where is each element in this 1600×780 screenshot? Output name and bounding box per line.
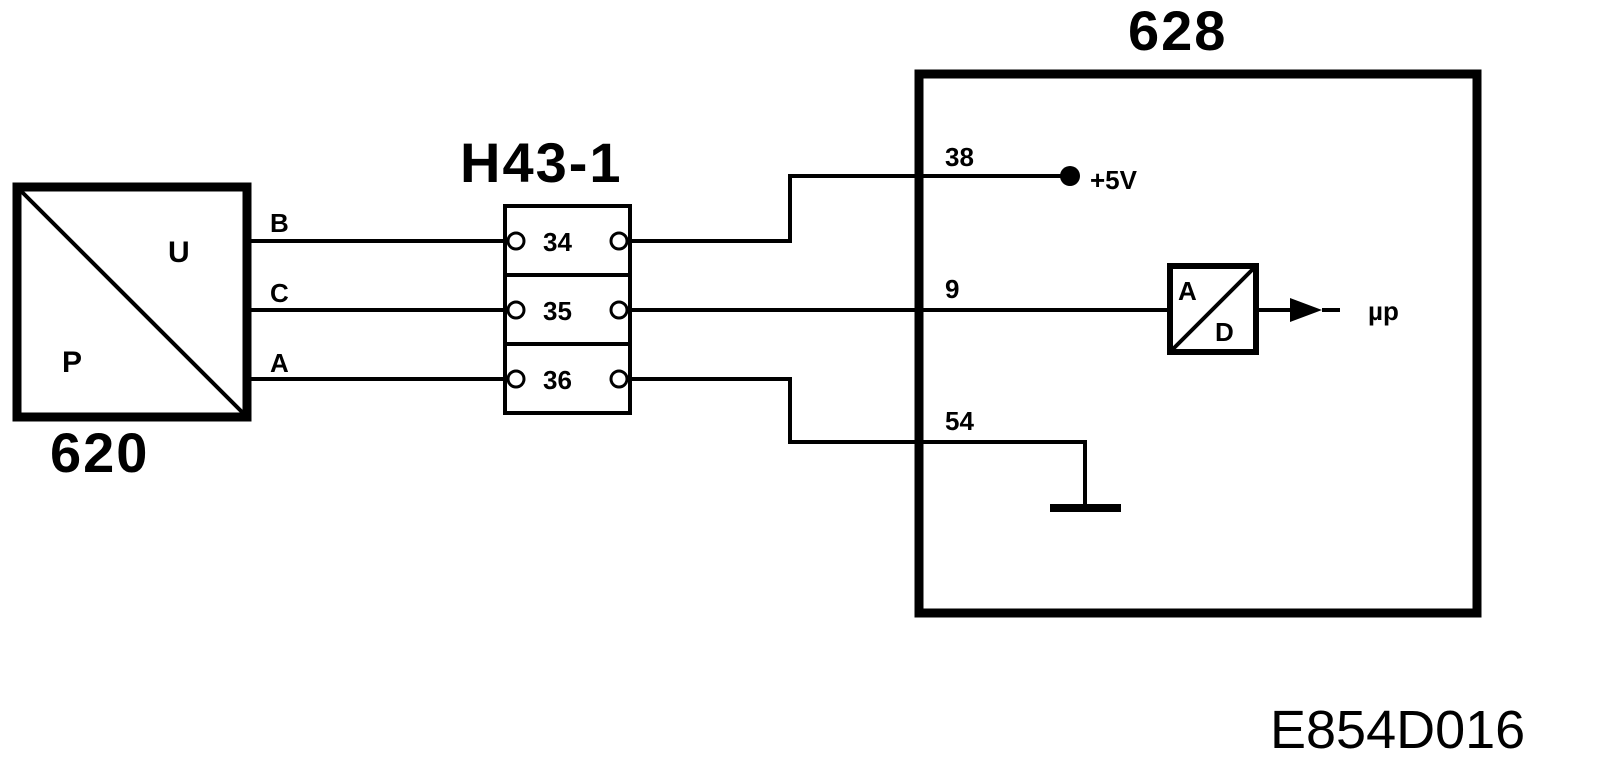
connector-pin-34: 34 bbox=[543, 227, 572, 257]
connector-pin-36: 36 bbox=[543, 365, 572, 395]
sensor-pin-a: A bbox=[270, 348, 289, 378]
sensor-diagonal bbox=[17, 187, 247, 417]
adc-converter: A D bbox=[1167, 263, 1259, 355]
connector-h43-1: H43-1 34 35 36 bbox=[460, 131, 632, 415]
wire-ground bbox=[627, 377, 1087, 508]
sensor-id: 620 bbox=[50, 421, 149, 484]
controller-pin-54: 54 bbox=[945, 406, 974, 436]
sensor-label-u: U bbox=[168, 236, 190, 269]
controller-628: 628 38 +5V 9 54 A D µp bbox=[914, 0, 1482, 618]
wire-supply bbox=[627, 174, 1070, 243]
connector-terminal bbox=[609, 231, 629, 251]
adc-label-a: A bbox=[1178, 276, 1197, 306]
sensor-box bbox=[12, 182, 252, 422]
supply-label: +5V bbox=[1090, 165, 1138, 195]
connector-terminal bbox=[506, 300, 526, 320]
controller-pin-9: 9 bbox=[945, 274, 959, 304]
output-label: µp bbox=[1368, 296, 1399, 326]
connector-id: H43-1 bbox=[460, 131, 623, 194]
connector-terminal bbox=[506, 231, 526, 251]
controller-box bbox=[914, 69, 1482, 618]
connector-pin-35: 35 bbox=[543, 296, 572, 326]
adc-diagonal bbox=[1170, 266, 1256, 352]
sensor-620: U P 620 B C A bbox=[12, 182, 289, 484]
connector-terminal bbox=[609, 369, 629, 389]
supply-node bbox=[1060, 166, 1080, 186]
connector-terminal bbox=[609, 300, 629, 320]
sensor-label-p: P bbox=[62, 346, 82, 379]
figure-code: E854D016 bbox=[1270, 700, 1525, 760]
controller-pin-38: 38 bbox=[945, 142, 974, 172]
sensor-pin-b: B bbox=[270, 208, 289, 238]
sensor-pin-c: C bbox=[270, 278, 289, 308]
output-arrow-icon bbox=[1290, 298, 1322, 322]
controller-id: 628 bbox=[1128, 0, 1227, 62]
connector-terminal bbox=[506, 369, 526, 389]
adc-label-d: D bbox=[1215, 317, 1234, 347]
